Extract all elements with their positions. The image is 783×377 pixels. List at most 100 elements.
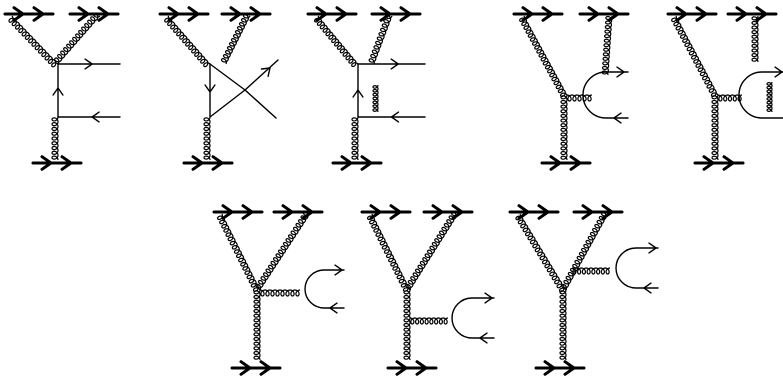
arrow-head xyxy=(379,6,392,22)
gluon-line xyxy=(368,14,393,65)
gluon-line xyxy=(253,289,261,361)
arrow-head xyxy=(569,155,582,171)
arrow-head xyxy=(259,360,272,376)
gluon-line xyxy=(519,15,568,98)
arrow-head xyxy=(563,360,576,376)
arrow-head xyxy=(369,204,382,220)
gluon-line xyxy=(671,15,719,98)
arrow-head xyxy=(541,6,554,22)
gluon-line xyxy=(566,94,593,102)
arrow-head xyxy=(167,6,180,22)
arrow-head xyxy=(675,6,688,22)
gluon-line xyxy=(559,289,567,361)
arrow-head xyxy=(352,89,364,98)
gluon-line xyxy=(51,116,59,161)
arrow-head xyxy=(335,6,348,22)
arrow-head xyxy=(587,6,600,22)
gluon-line xyxy=(255,211,311,291)
arrow-head xyxy=(431,204,444,220)
diagram-7 xyxy=(360,204,495,376)
quark-loop xyxy=(738,71,783,119)
quark-line xyxy=(209,63,246,91)
gluon-line xyxy=(560,94,568,161)
gluon-line xyxy=(220,14,251,65)
gluon-line xyxy=(313,15,359,68)
gluon-line xyxy=(8,15,59,68)
diagram-4 xyxy=(512,6,630,171)
arrow-head xyxy=(260,67,271,77)
arrow-head xyxy=(722,155,735,171)
gluon-line xyxy=(403,289,411,361)
arrow-head xyxy=(360,155,373,171)
arrow-head xyxy=(249,6,262,22)
arrow-head xyxy=(239,360,252,376)
arrow-head xyxy=(334,264,343,276)
arrow-head xyxy=(735,6,748,22)
arrow-head xyxy=(229,6,242,22)
quark-loop xyxy=(304,269,345,309)
gluon-line xyxy=(766,81,773,113)
arrow-head xyxy=(521,6,534,22)
arrow-head xyxy=(281,204,294,220)
quark-line xyxy=(209,89,246,118)
arrow-head xyxy=(484,292,493,304)
arrow-head xyxy=(97,6,110,22)
arrow-head xyxy=(607,6,620,22)
arrow-head xyxy=(187,6,200,22)
arrow-head xyxy=(517,204,530,220)
arrow-head xyxy=(32,6,45,22)
arrow-head xyxy=(774,66,783,78)
diagram-6 xyxy=(212,204,345,376)
gluon-line xyxy=(372,84,379,113)
arrow-head xyxy=(52,87,64,96)
arrow-head xyxy=(702,155,715,171)
arrow-head xyxy=(537,204,550,220)
gluon-line xyxy=(259,289,301,297)
gluon-line xyxy=(601,15,613,76)
arrow-head xyxy=(191,155,204,171)
arrow-head xyxy=(648,242,657,254)
gluon-line xyxy=(561,211,609,291)
quark-loop xyxy=(582,71,629,119)
gluon-line xyxy=(164,15,211,68)
arrow-head xyxy=(221,204,234,220)
gluon-line xyxy=(717,94,743,102)
gluon-line xyxy=(711,94,719,161)
gluon-line xyxy=(405,211,459,291)
arrow-head xyxy=(390,58,399,70)
arrow-head xyxy=(613,112,622,124)
arrow-head xyxy=(204,84,216,93)
arrow-head xyxy=(60,155,73,171)
quark-line xyxy=(244,89,277,119)
arrow-head xyxy=(549,155,562,171)
arrow-head xyxy=(479,332,488,344)
diagram-5 xyxy=(666,6,783,171)
gluon-line xyxy=(571,267,611,275)
arrow-head xyxy=(77,6,90,22)
arrow-head xyxy=(581,204,594,220)
diagram-1 xyxy=(3,6,121,171)
gluon-line xyxy=(203,116,211,161)
arrow-head xyxy=(91,111,100,123)
arrow-head xyxy=(415,360,428,376)
gluon-line xyxy=(366,213,411,292)
arrow-head xyxy=(241,204,254,220)
arrow-head xyxy=(211,155,224,171)
arrow-head xyxy=(616,66,625,78)
arrow-head xyxy=(301,204,314,220)
diagram-8 xyxy=(508,204,659,376)
arrow-head xyxy=(340,155,353,171)
arrow-head xyxy=(390,111,400,123)
gluon-line xyxy=(216,213,261,292)
arrow-head xyxy=(84,58,93,70)
gluon-line xyxy=(515,213,567,293)
quark-loop xyxy=(615,247,659,289)
gluon-line xyxy=(751,15,759,63)
gluon-line xyxy=(409,317,449,325)
arrow-head xyxy=(643,282,652,294)
quark-line xyxy=(244,59,279,91)
gluon-line xyxy=(351,116,359,161)
quark-loop xyxy=(451,297,495,339)
